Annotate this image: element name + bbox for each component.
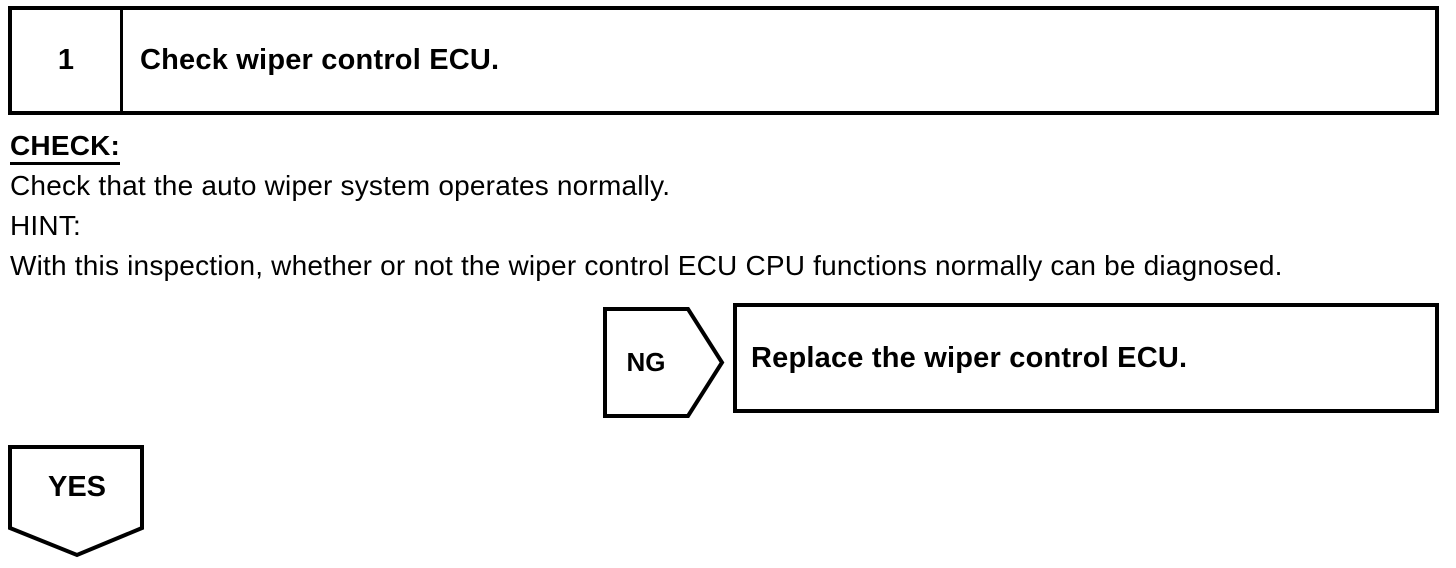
ng-action-text: Replace the wiper control ECU. (751, 341, 1188, 374)
ng-label: NG (626, 347, 666, 377)
ng-connector: NG (603, 307, 725, 418)
check-label-line: CHECK: (10, 126, 1430, 166)
ng-action-box: Replace the wiper control ECU. (733, 303, 1439, 413)
check-instruction: Check that the auto wiper system operate… (10, 170, 671, 201)
procedure-text-block: CHECK: Check that the auto wiper system … (10, 126, 1430, 286)
hint-label: HINT: (10, 210, 81, 241)
yes-pentagon-icon (8, 445, 144, 558)
step-header-box: 1 Check wiper control ECU. (8, 6, 1439, 115)
ng-pentagon-icon (603, 307, 725, 418)
step-title: Check wiper control ECU. (140, 44, 500, 76)
check-label: CHECK: (10, 130, 121, 165)
yes-connector: YES (8, 445, 146, 558)
step-number: 1 (12, 10, 123, 111)
yes-label: YES (47, 471, 107, 503)
hint-text: With this inspection, whether or not the… (10, 250, 1283, 281)
